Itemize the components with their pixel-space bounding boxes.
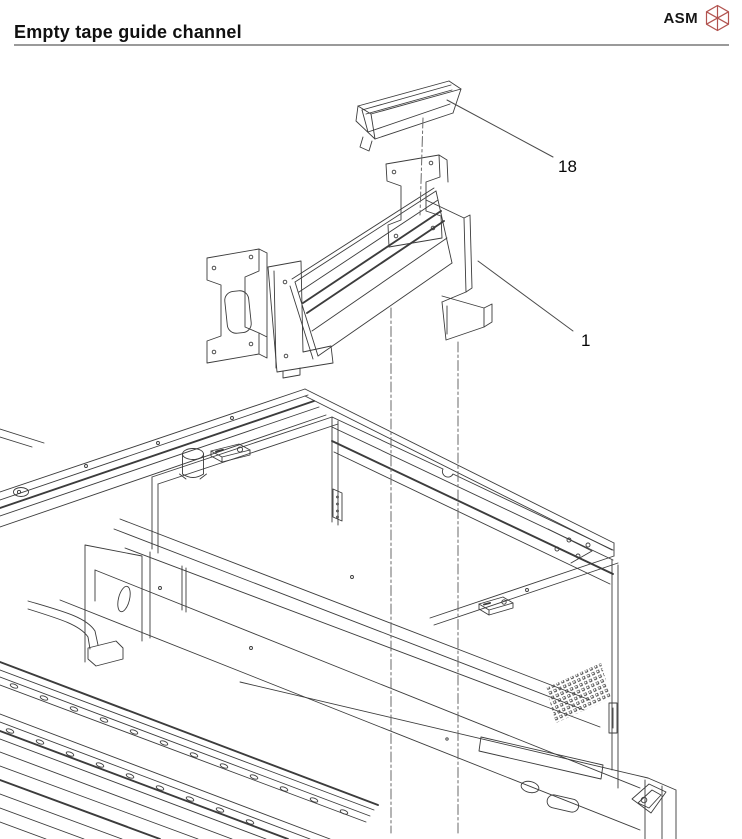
callout-18: 18 [446, 99, 577, 176]
machine-base-drawing [0, 388, 677, 839]
callout-1: 1 [477, 260, 590, 350]
leader-line-1 [477, 260, 574, 332]
corner-bracket [631, 783, 667, 814]
asm-logo: ASM [663, 4, 731, 32]
asm-hexagon-logo-icon [705, 4, 730, 32]
machine-switch-plate-2 [478, 596, 514, 616]
leader-line-18 [446, 99, 554, 158]
vent-grid [546, 663, 611, 723]
part-number-label-18: 18 [558, 157, 577, 176]
part-number-label-1: 1 [581, 331, 590, 350]
page-header: Empty tape guide channel ASM [0, 0, 742, 48]
page-title: Empty tape guide channel [14, 22, 242, 42]
front-rail-holes [9, 683, 349, 815]
header-divider [14, 44, 729, 46]
lower-rail-holes [5, 728, 255, 825]
assembly-centerlines [390, 117, 459, 836]
asm-logo-text: ASM [663, 9, 698, 27]
part-18-drawing [355, 80, 462, 152]
part-1-drawing [206, 154, 493, 379]
